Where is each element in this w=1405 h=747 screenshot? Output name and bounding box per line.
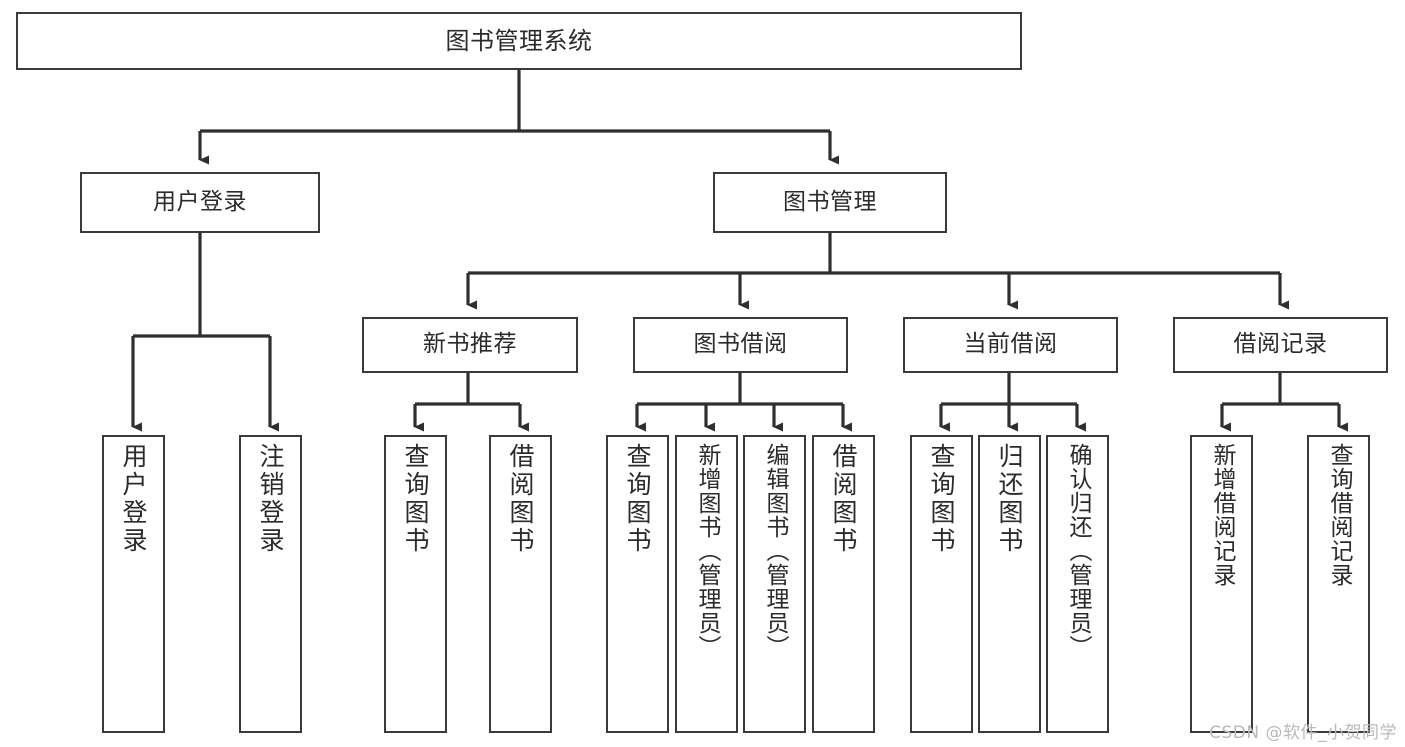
leaf-node-edit-book-admin-label: 编辑图书（管理员） — [762, 443, 788, 659]
node-user-login-label: 用户登录 — [153, 188, 247, 215]
node-root-label: 图书管理系统 — [445, 26, 593, 55]
leaf-node-logout-label: 注销登录 — [256, 443, 285, 555]
leaf-node-add-book-admin[interactable]: 新增图书（管理员） — [675, 435, 738, 733]
leaf-node-borrow-book-label: 借阅图书 — [829, 443, 858, 555]
leaf-node-query-book-recommend[interactable]: 查询图书 — [384, 435, 447, 733]
node-new-book-recommendation-label: 新书推荐 — [423, 331, 517, 358]
node-root-book-management-system[interactable]: 图书管理系统 — [16, 12, 1022, 70]
node-book-borrowing[interactable]: 图书借阅 — [633, 317, 848, 373]
leaf-node-borrow-book-recommend[interactable]: 借阅图书 — [489, 435, 552, 733]
leaf-node-return-book-label: 归还图书 — [995, 443, 1024, 555]
leaf-node-query-book-current[interactable]: 查询图书 — [910, 435, 973, 733]
leaf-node-borrow-book[interactable]: 借阅图书 — [812, 435, 875, 733]
node-borrowing-record[interactable]: 借阅记录 — [1173, 317, 1388, 373]
leaf-node-edit-book-admin[interactable]: 编辑图书（管理员） — [743, 435, 806, 733]
leaf-node-confirm-return-admin-label: 确认归还（管理员） — [1065, 443, 1091, 659]
node-book-management[interactable]: 图书管理 — [713, 172, 947, 233]
leaf-node-query-book-recommend-label: 查询图书 — [401, 443, 430, 555]
node-current-borrowing-label: 当前借阅 — [963, 331, 1058, 358]
leaf-node-add-borrow-record-label: 新增借阅记录 — [1209, 443, 1235, 587]
leaf-node-query-book-borrow[interactable]: 查询图书 — [606, 435, 669, 733]
leaf-node-add-book-admin-label: 新增图书（管理员） — [694, 443, 720, 659]
csdn-watermark: CSDN @软件_小贺同学 — [1209, 723, 1397, 743]
leaf-node-user-login-label: 用户登录 — [119, 443, 148, 555]
leaf-node-query-book-current-label: 查询图书 — [927, 443, 956, 555]
leaf-node-logout[interactable]: 注销登录 — [239, 435, 302, 733]
leaf-node-query-book-borrow-label: 查询图书 — [623, 443, 652, 555]
node-book-management-label: 图书管理 — [783, 188, 877, 215]
node-user-login[interactable]: 用户登录 — [80, 172, 320, 233]
node-current-borrowing[interactable]: 当前借阅 — [903, 317, 1118, 373]
node-new-book-recommendation[interactable]: 新书推荐 — [362, 317, 578, 373]
node-book-borrowing-label: 图书借阅 — [693, 331, 788, 358]
leaf-node-borrow-book-recommend-label: 借阅图书 — [506, 443, 535, 555]
leaf-node-return-book[interactable]: 归还图书 — [978, 435, 1041, 733]
leaf-node-add-borrow-record[interactable]: 新增借阅记录 — [1190, 435, 1253, 733]
leaf-node-query-borrow-record-label: 查询借阅记录 — [1326, 443, 1352, 587]
leaf-node-confirm-return-admin[interactable]: 确认归还（管理员） — [1046, 435, 1109, 733]
node-borrowing-record-label: 借阅记录 — [1233, 331, 1328, 358]
leaf-node-query-borrow-record[interactable]: 查询借阅记录 — [1307, 435, 1370, 733]
leaf-node-user-login[interactable]: 用户登录 — [102, 435, 165, 733]
